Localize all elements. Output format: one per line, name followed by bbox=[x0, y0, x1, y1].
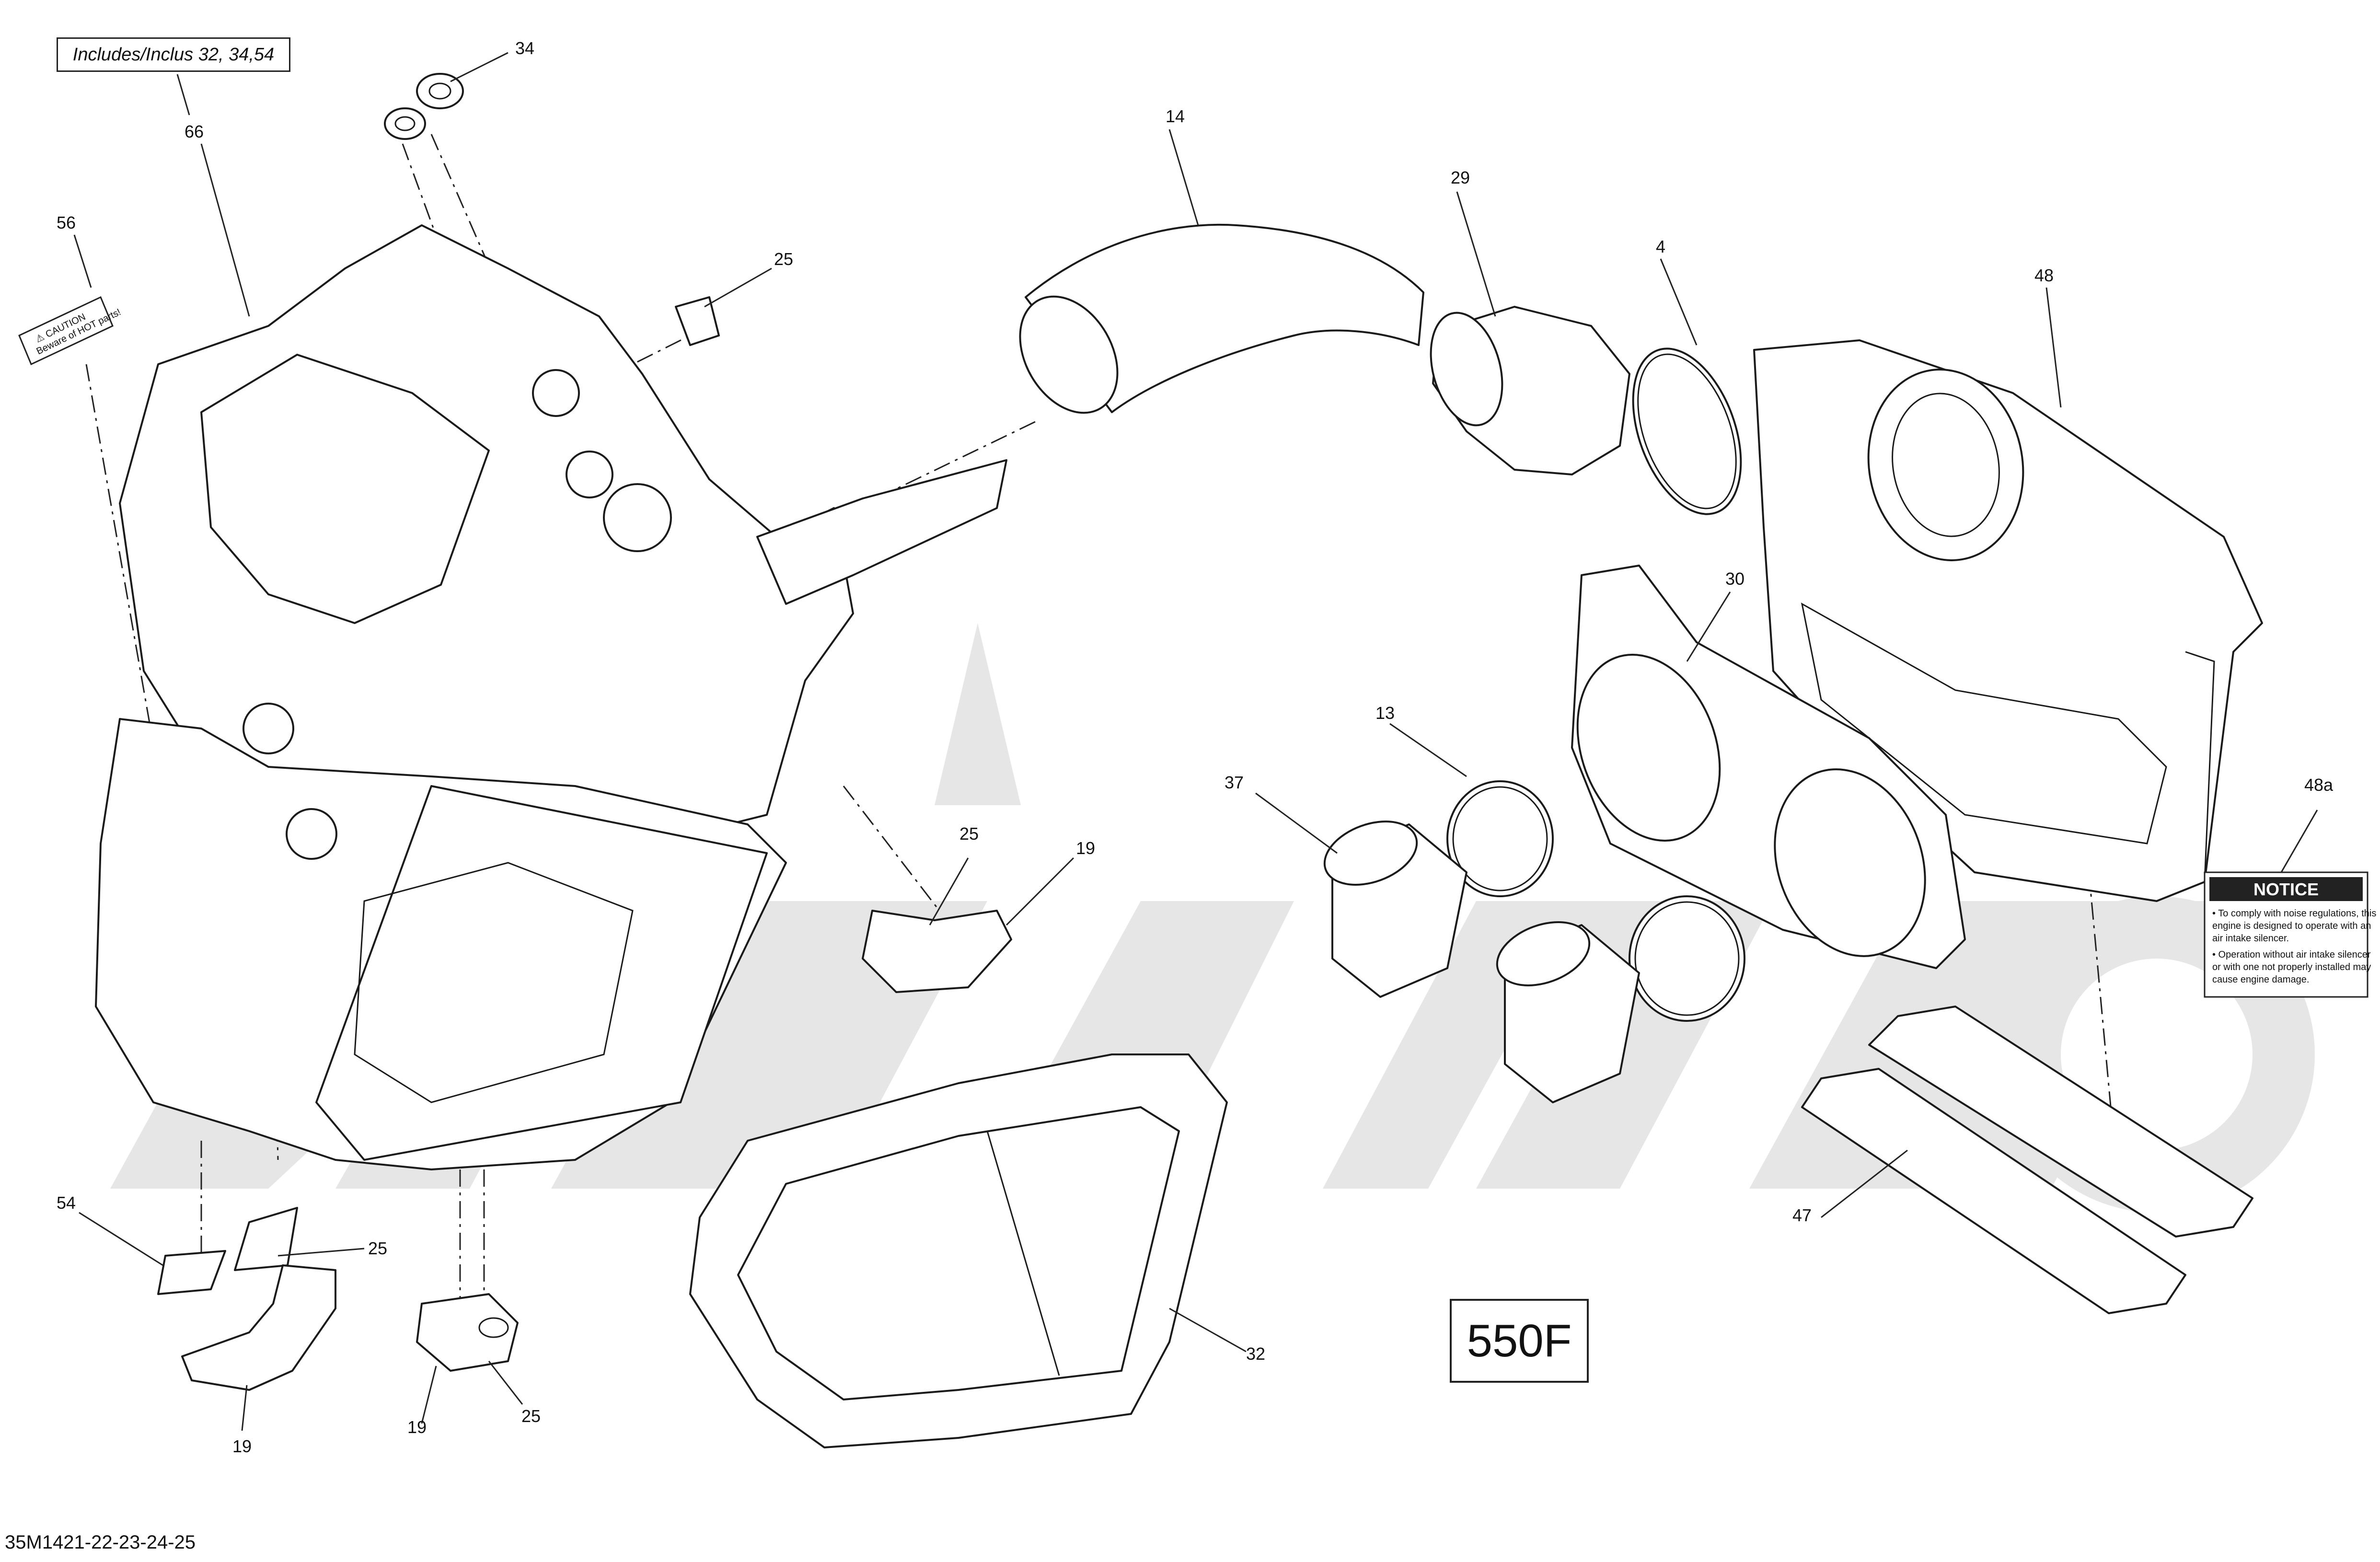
brackets bbox=[181, 910, 1012, 1391]
intake-tube bbox=[1019, 223, 1424, 414]
notice-line2: engine is designed to operate with an bbox=[2212, 921, 2371, 931]
callout-32: 32 bbox=[1246, 1344, 1265, 1364]
notice-label: NOTICE • To comply with noise regulation… bbox=[2204, 871, 2376, 998]
grommets bbox=[384, 73, 464, 140]
lower-duct bbox=[689, 1053, 1228, 1448]
callout-25-low: 25 bbox=[368, 1238, 387, 1258]
callout-30: 30 bbox=[1725, 569, 1745, 589]
callout-19-left: 19 bbox=[407, 1417, 427, 1437]
callout-19-bottom: 19 bbox=[232, 1436, 252, 1456]
callout-54: 54 bbox=[57, 1193, 76, 1213]
callout-25-top: 25 bbox=[774, 249, 793, 269]
caution-label: ⚠ CAUTION Beware of HOT parts! bbox=[18, 296, 123, 366]
callout-56: 56 bbox=[57, 213, 76, 232]
o-ring bbox=[1632, 347, 1742, 515]
notice-line4: • Operation without air intake silencer bbox=[2212, 949, 2371, 960]
notice-line3: air intake silencer. bbox=[2212, 933, 2289, 944]
callout-48: 48 bbox=[2034, 266, 2054, 285]
callout-4: 4 bbox=[1656, 237, 1665, 256]
clamps bbox=[1446, 780, 1745, 1022]
clips bbox=[157, 296, 720, 1295]
adapter bbox=[1430, 306, 1630, 475]
notice-line5: or with one not properly installed may bbox=[2212, 962, 2371, 972]
notice-title: NOTICE bbox=[2253, 879, 2319, 899]
document-id: 35M1421-22-23-24-25 bbox=[5, 1532, 196, 1553]
notice-line1: • To comply with noise regulations, this bbox=[2212, 908, 2376, 919]
callout-numbers: 34 66 56 25 14 29 4 48 30 13 37 48a 25 1… bbox=[57, 38, 2334, 1456]
leader-lines bbox=[73, 52, 2318, 1431]
callout-34: 34 bbox=[515, 38, 534, 58]
callout-47: 47 bbox=[1792, 1205, 1812, 1225]
airbox-housing bbox=[95, 224, 1007, 1170]
silencer-base bbox=[1571, 565, 1966, 969]
callout-25-bottom: 25 bbox=[521, 1406, 541, 1426]
notice-line6: cause engine damage. bbox=[2212, 974, 2309, 985]
callout-29: 29 bbox=[1451, 168, 1470, 187]
model-label: 550F bbox=[1450, 1299, 1589, 1383]
foam-pad bbox=[1801, 1006, 2253, 1314]
couplers bbox=[1323, 821, 1640, 1103]
includes-note: Includes/Inclus 32, 34,54 bbox=[57, 37, 290, 72]
callout-14: 14 bbox=[1166, 106, 1185, 126]
callout-48a: 48a bbox=[2304, 775, 2334, 795]
callout-19-mid: 19 bbox=[1076, 838, 1095, 858]
callout-37: 37 bbox=[1225, 773, 1244, 792]
callout-13: 13 bbox=[1375, 703, 1395, 723]
callout-25-mid: 25 bbox=[959, 824, 979, 844]
callout-66: 66 bbox=[185, 122, 204, 141]
